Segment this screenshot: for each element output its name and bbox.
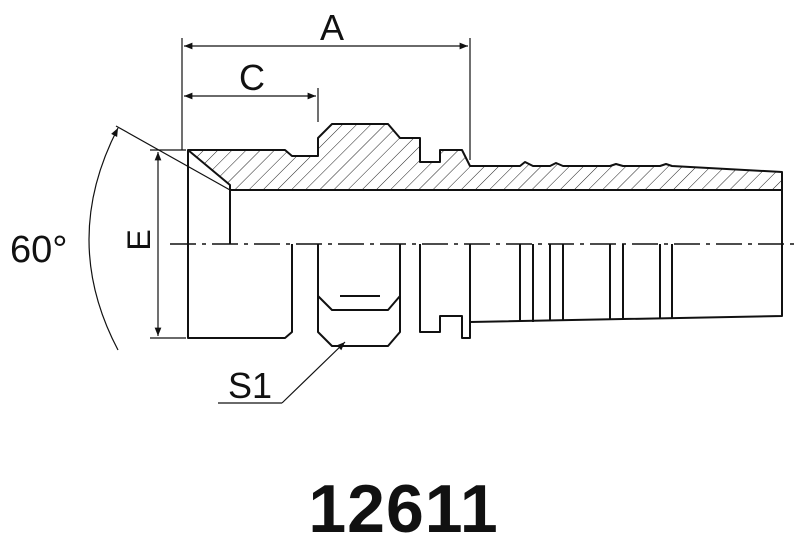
dimension-a <box>181 38 471 160</box>
part-number: 12611 <box>308 471 499 547</box>
fitting-body-lower <box>187 150 783 347</box>
dimension-s1-leader <box>218 341 346 404</box>
label-angle: 60° <box>10 229 67 271</box>
dimension-e <box>150 149 186 339</box>
label-s1: S1 <box>228 365 272 406</box>
label-a: A <box>320 7 344 48</box>
dimension-c <box>184 88 319 122</box>
angle-60-dimension <box>88 125 231 351</box>
section-hatch <box>187 123 783 191</box>
label-e: E <box>121 229 157 250</box>
label-c: C <box>239 57 265 98</box>
